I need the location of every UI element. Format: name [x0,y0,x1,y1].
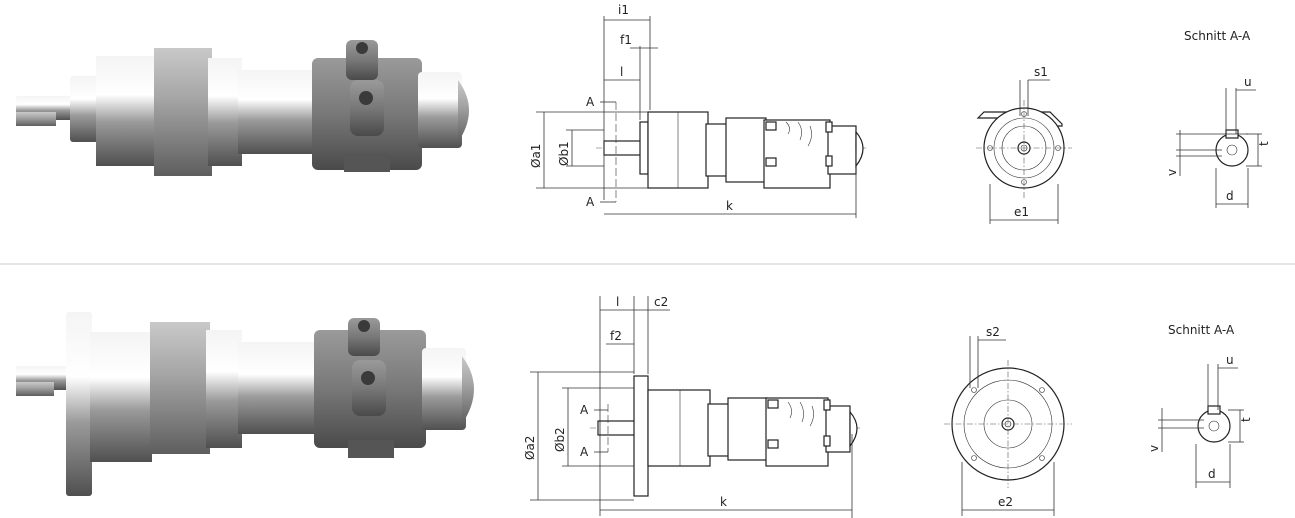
label-l: l [620,65,623,79]
label-i1: i1 [618,3,629,17]
label-u-top: u [1244,75,1252,89]
gear-motor-photo-top [16,40,469,176]
label-e1: e1 [1014,205,1029,219]
side-view-drawing-bottom [530,296,860,518]
label-l-bottom: l [616,295,619,309]
label-v-bottom: v [1147,445,1161,452]
label-d-bottom: d [1208,467,1216,481]
label-f1: f1 [620,33,632,47]
label-c2: c2 [654,295,668,309]
label-t-top: t [1257,141,1271,146]
label-b2: Øb2 [553,427,567,452]
section-title-top: Schnitt A-A [1184,29,1251,43]
label-b1: Øb1 [557,141,571,166]
label-a2: Øa2 [523,436,537,460]
label-u-bottom: u [1226,353,1234,367]
label-s1: s1 [1034,65,1048,79]
gear-motor-photo-bottom [16,312,474,496]
section-view-bottom [1158,364,1244,488]
label-t-bottom: t [1239,417,1253,422]
label-k-top: k [726,199,733,213]
label-A-top-1: A [586,95,595,109]
label-f2: f2 [610,329,622,343]
label-s2: s2 [986,325,1000,339]
side-view-drawing-top [536,16,866,218]
front-view-drawing-top [976,79,1072,224]
section-view-top [1176,88,1262,208]
label-e2: e2 [998,495,1013,509]
label-A-bottom-1: A [580,403,589,417]
label-d-top: d [1226,189,1234,203]
label-k-bottom: k [720,495,727,509]
front-view-drawing-bottom [944,336,1072,516]
label-v-top: v [1165,169,1179,176]
label-a1: Øa1 [529,144,543,168]
label-A-top-2: A [586,195,595,209]
label-A-bottom-2: A [580,445,589,459]
section-title-bottom: Schnitt A-A [1168,323,1235,337]
